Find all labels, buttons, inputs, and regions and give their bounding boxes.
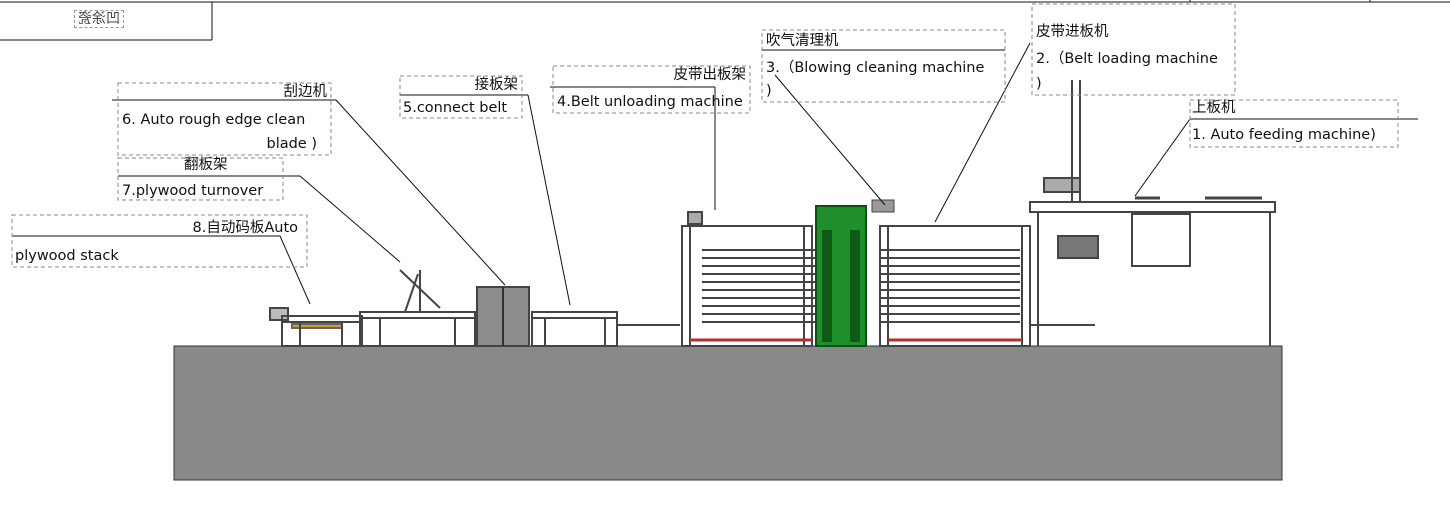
label-machine-2-cn: 皮带进板机 bbox=[1036, 24, 1109, 40]
title-stamp: 凹涂瓷 bbox=[74, 10, 124, 28]
label-machine-7-cn: 翻板架 bbox=[184, 157, 228, 173]
label-machine-3-cn: 吹气清理机 bbox=[766, 33, 839, 49]
label-machine-6-en: 6. Auto rough edge clean bbox=[122, 112, 306, 128]
label-machine-6-cn: 刮边机 bbox=[283, 84, 328, 100]
machine-8-stacker bbox=[269, 307, 363, 347]
machine-1-feeding-machine bbox=[1029, 80, 1276, 346]
floor-base bbox=[173, 345, 1283, 481]
title-block-frame bbox=[0, 0, 1450, 41]
label-machine-5-en: 5.connect belt bbox=[403, 100, 508, 116]
machine-3-green-press bbox=[815, 199, 895, 347]
machine-7-turnover bbox=[359, 269, 476, 347]
label-machine-3-en-close: ) bbox=[766, 83, 772, 99]
label-machine-3-en: 3.（Blowing cleaning machine bbox=[766, 60, 985, 76]
label-machine-1-cn: 上板机 bbox=[1192, 100, 1236, 116]
callout-frames bbox=[11, 3, 1399, 268]
label-machine-8-cn: 8.自动码板Auto bbox=[192, 220, 299, 236]
label-machine-8-en: plywood stack bbox=[15, 248, 119, 264]
leader-lines bbox=[12, 42, 1418, 306]
label-machine-2-en: 2.（Belt loading machine bbox=[1036, 51, 1218, 67]
machine-5-connect-belt bbox=[531, 311, 680, 347]
label-machine-5-cn: 接板架 bbox=[474, 77, 519, 93]
machine-6-edge-cleaner bbox=[476, 286, 530, 347]
label-machine-2-en-close: ) bbox=[1036, 76, 1042, 92]
label-machine-4-cn: 皮带出板架 bbox=[673, 67, 747, 83]
label-machine-1-en: 1. Auto feeding machine) bbox=[1192, 127, 1376, 143]
label-machine-7-en: 7.plywood turnover bbox=[122, 183, 264, 199]
label-machine-4-en: 4.Belt unloading machine bbox=[557, 94, 743, 110]
label-machine-6-en-2: blade ) bbox=[266, 136, 317, 152]
machine-4-unloading-frame bbox=[681, 211, 815, 347]
machine-2-loading-frame bbox=[879, 225, 1095, 347]
